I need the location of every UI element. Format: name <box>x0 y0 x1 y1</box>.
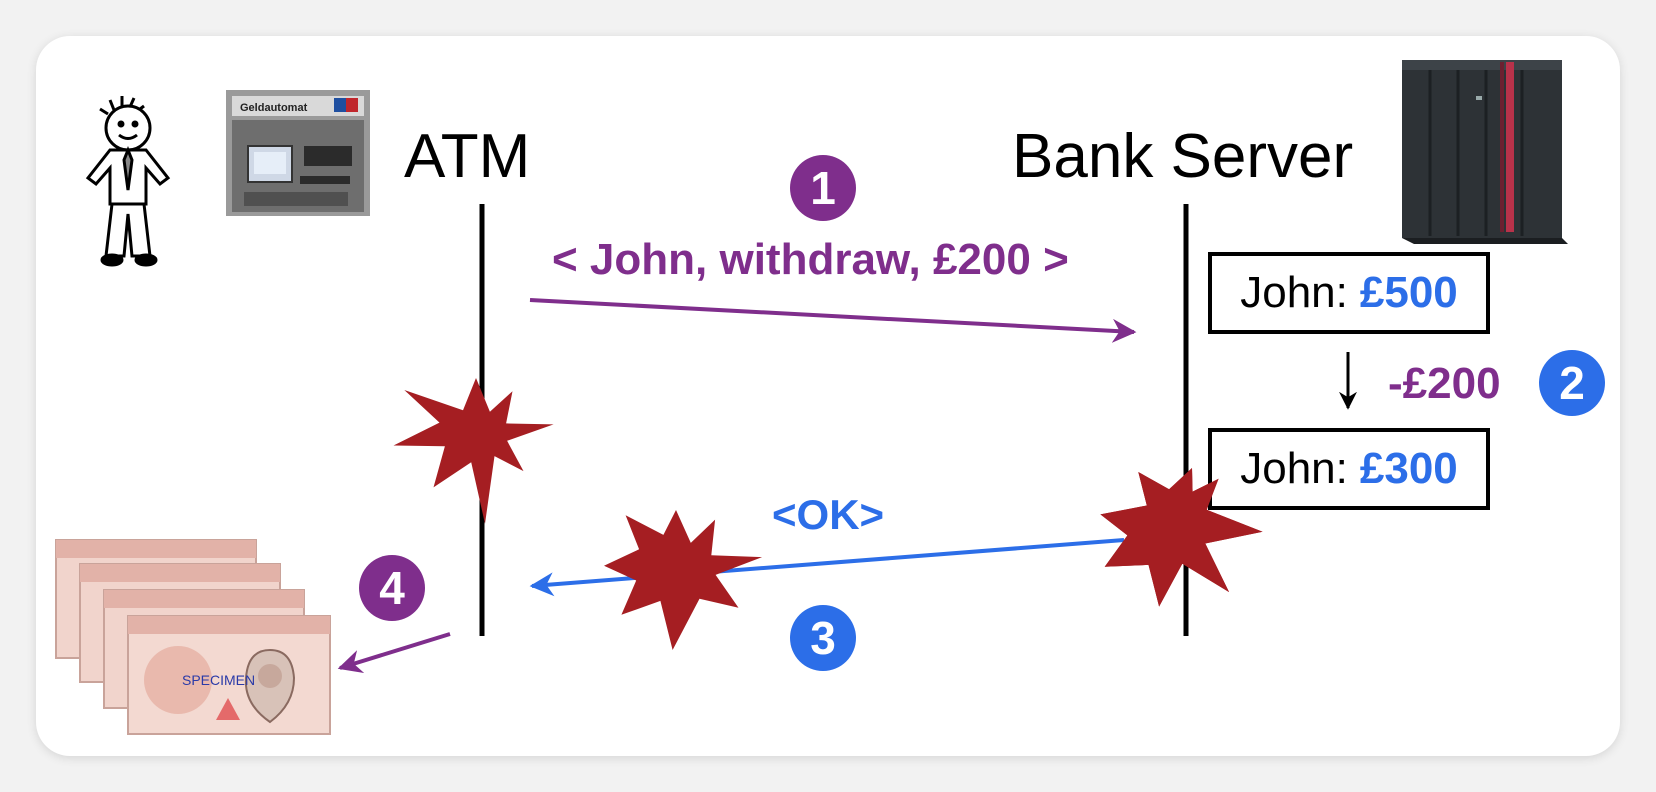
step-2-number: 2 <box>1559 357 1585 409</box>
step-1-badge: 1 <box>790 155 856 221</box>
crash-star-network <box>604 510 763 650</box>
step-2-badge: 2 <box>1539 350 1605 416</box>
balance-before-amount: £500 <box>1359 268 1458 317</box>
atm-machine-image: Geldautomat <box>226 90 370 216</box>
banknote-specimen-text: SPECIMEN <box>182 672 255 688</box>
bank-server-title: Bank Server <box>1012 122 1354 191</box>
cash-out-arrow <box>337 632 451 674</box>
step-4-number: 4 <box>379 562 405 614</box>
banknotes-image: SPECIMEN <box>55 539 331 735</box>
step-3-number: 3 <box>810 612 836 664</box>
step-3-badge: 3 <box>790 605 856 671</box>
atm-sign-text: Geldautomat <box>240 102 308 114</box>
deduction-label: -£200 <box>1388 359 1501 408</box>
balance-before-name: John: <box>1240 268 1348 317</box>
crash-star-atm <box>393 378 554 524</box>
request-arrow <box>529 298 1137 343</box>
atm-title: ATM <box>404 122 531 191</box>
user-icon <box>85 96 171 267</box>
step-4-badge: 4 <box>359 555 425 621</box>
step-1-number: 1 <box>810 162 836 214</box>
balance-after-name: John: <box>1240 444 1348 493</box>
ok-message-label: <OK> <box>772 491 885 538</box>
balance-box-before: John: £500 <box>1208 252 1490 334</box>
ok-response-arrow <box>529 538 1125 597</box>
bank-server-image <box>1402 60 1568 244</box>
balance-box-after: John: £300 <box>1208 428 1490 510</box>
balance-after-amount: £300 <box>1359 444 1458 493</box>
request-message-label: < John, withdraw, £200 > <box>552 235 1069 284</box>
